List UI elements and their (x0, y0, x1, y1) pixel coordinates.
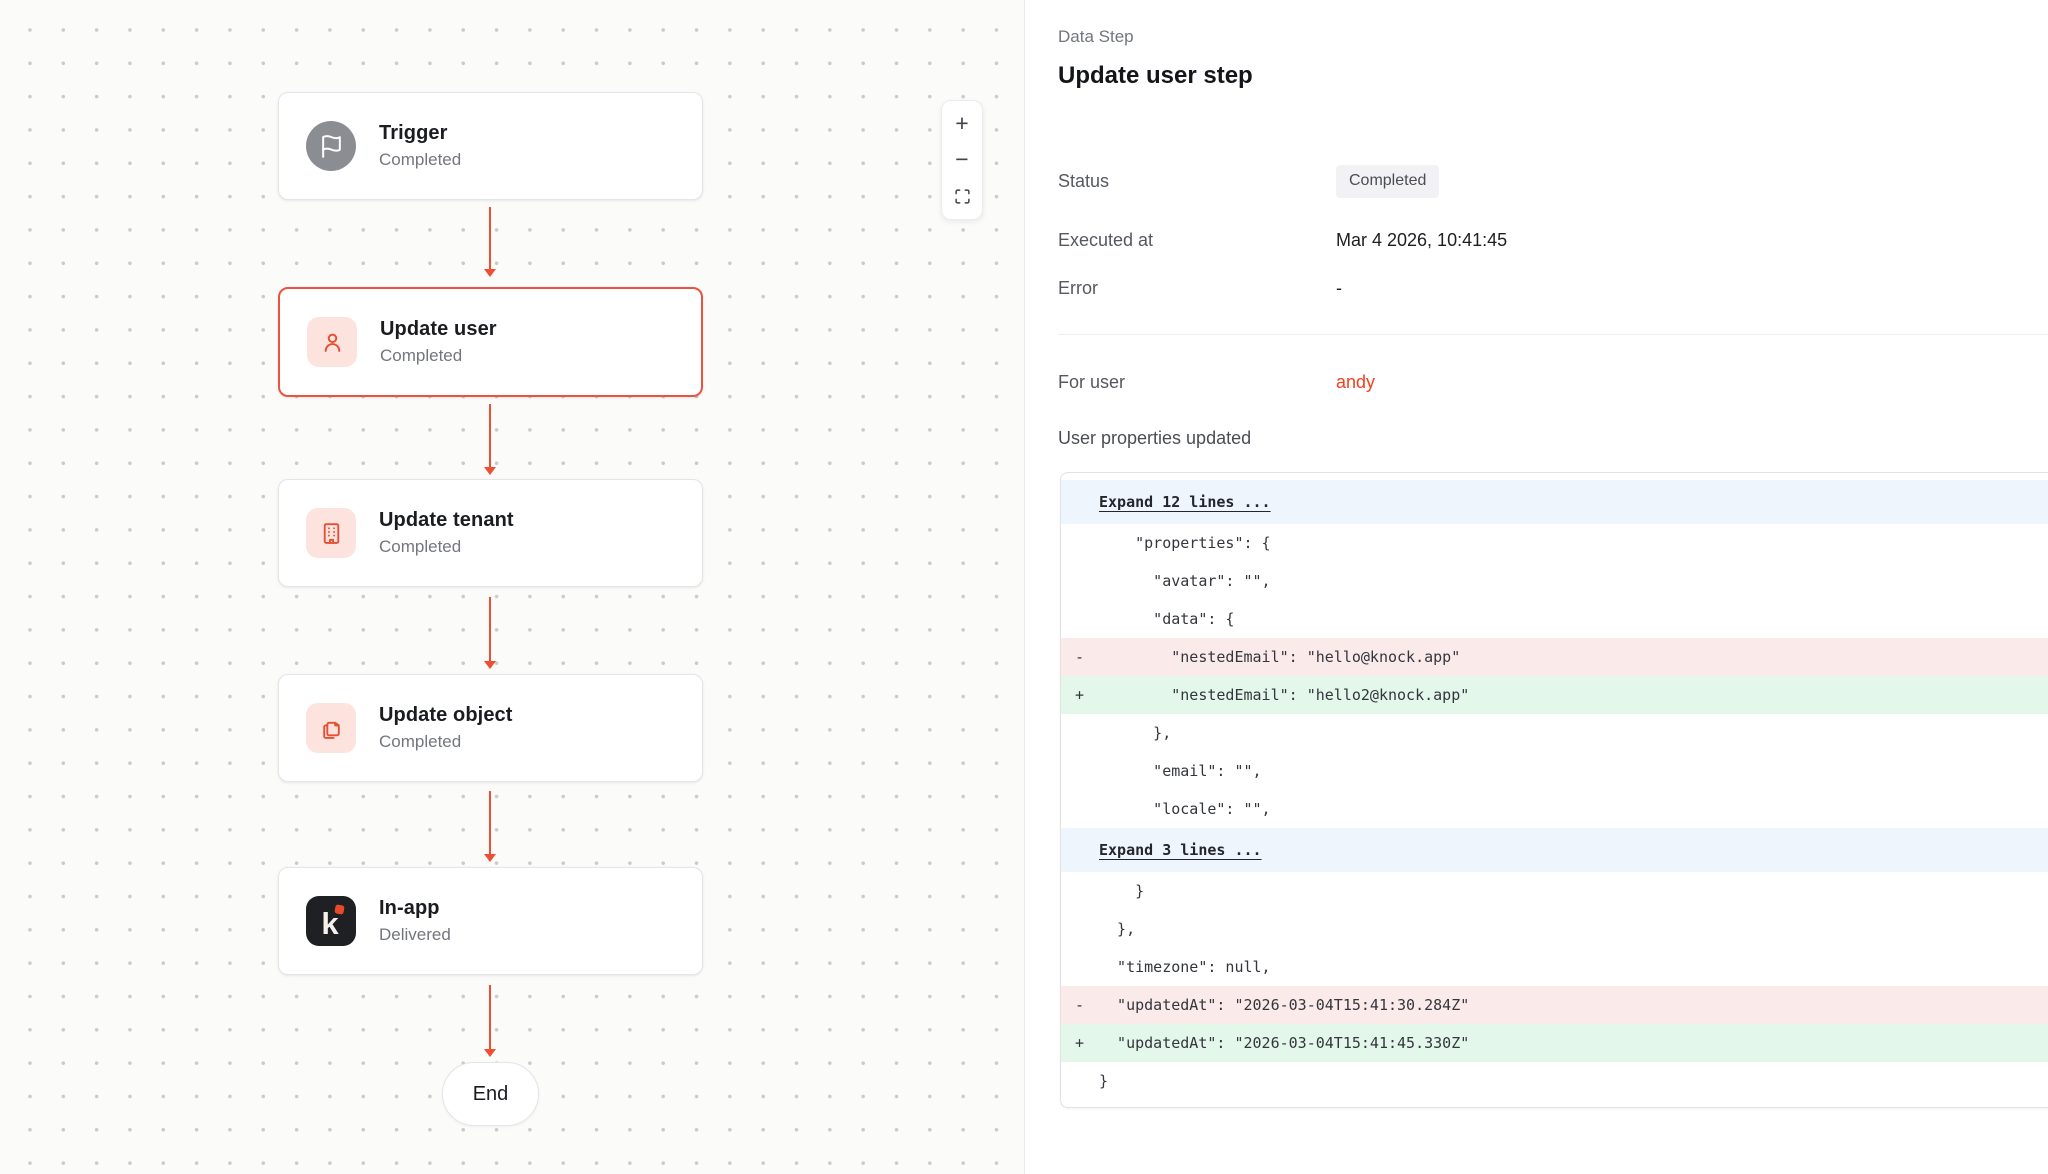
step-type-label: Data Step (1058, 27, 1134, 46)
copy-icon (306, 703, 356, 753)
node-update-tenant[interactable]: Update tenant Completed (278, 479, 703, 587)
error-value: - (1336, 278, 1342, 298)
diff-line-text: "data": { (1099, 610, 1235, 628)
plus-icon: + (955, 109, 969, 136)
field-status: Status Completed (1058, 165, 2018, 198)
diff-gutter: + (1075, 686, 1085, 704)
diff-line: + "updatedAt": "2026-03-04T15:41:45.330Z… (1061, 1024, 2048, 1062)
workflow-edge (484, 985, 496, 1057)
diff-line: - "updatedAt": "2026-03-04T15:41:30.284Z… (1061, 986, 2048, 1024)
diff-line: }, (1061, 714, 2048, 752)
node-status: Completed (379, 732, 462, 751)
divider (1058, 334, 2048, 335)
diff-line: "avatar": "", (1061, 562, 2048, 600)
knock-logo-letter: k (321, 905, 339, 941)
diff-line-text: "nestedEmail": "hello2@knock.app" (1099, 686, 1470, 704)
diff-line: }, (1061, 910, 2048, 948)
node-title: In-app (379, 897, 440, 919)
diff-expand-label: Expand 3 lines ... (1099, 841, 1262, 859)
user-icon (307, 317, 357, 367)
diff-line: "locale": "", (1061, 790, 2048, 828)
diff-line-text: "timezone": null, (1099, 958, 1271, 976)
diff-line: } (1061, 1062, 2048, 1100)
diff-line-text: } (1099, 882, 1145, 900)
field-label: Executed at (1058, 230, 1154, 250)
zoom-out-button[interactable]: − (942, 142, 982, 178)
diff-line-text: } (1099, 1072, 1109, 1090)
diff-gutter: - (1075, 648, 1085, 666)
node-status: Completed (379, 150, 462, 169)
node-status: Delivered (379, 925, 451, 944)
diff-expand-row[interactable]: Expand 12 lines ... (1061, 480, 2048, 524)
fit-view-button[interactable] (942, 179, 982, 215)
page-title: Update user step (1058, 62, 1253, 89)
diff-line-text: }, (1099, 920, 1136, 938)
diff-line-text: "locale": "", (1099, 800, 1271, 818)
diff-line: "properties": { (1061, 524, 2048, 562)
node-update-user[interactable]: Update user Completed (278, 287, 703, 397)
zoom-in-button[interactable]: + (942, 105, 982, 141)
diff-gutter: - (1075, 996, 1085, 1014)
field-for-user: For user andy (1058, 372, 2018, 393)
node-end[interactable]: End (442, 1062, 539, 1126)
building-icon (306, 508, 356, 558)
diff-rows: Expand 12 lines ... "properties": { "ava… (1061, 480, 2048, 1100)
node-title: Update object (379, 704, 513, 726)
user-link[interactable]: andy (1336, 372, 1376, 392)
knock-logo-icon: k (306, 896, 356, 946)
canvas-controls: + − (941, 100, 983, 220)
field-label: Error (1058, 278, 1098, 298)
flag-icon (306, 121, 356, 171)
section-title: User properties updated (1058, 428, 1252, 448)
diff-expand-row[interactable]: Expand 3 lines ... (1061, 828, 2048, 872)
field-executed-at: Executed at Mar 4 2026, 10:41:45 (1058, 230, 2018, 251)
diff-line-text: "updatedAt": "2026-03-04T15:41:45.330Z" (1099, 1034, 1470, 1052)
workflow-edge (484, 207, 496, 277)
diff-line: - "nestedEmail": "hello@knock.app" (1061, 638, 2048, 676)
diff-line: } (1061, 872, 2048, 910)
diff-expand-label: Expand 12 lines ... (1099, 493, 1271, 511)
diff-line: + "nestedEmail": "hello2@knock.app" (1061, 676, 2048, 714)
node-title: Trigger (379, 122, 448, 144)
node-trigger[interactable]: Trigger Completed (278, 92, 703, 200)
node-title: Update user (380, 318, 497, 340)
diff-line-text: "properties": { (1099, 534, 1271, 552)
properties-diff-block: Expand 12 lines ... "properties": { "ava… (1060, 472, 2048, 1108)
executed-at-value: Mar 4 2026, 10:41:45 (1336, 230, 1508, 250)
step-detail-panel: Data Step Update user step Status Comple… (1025, 0, 2048, 1174)
field-label: For user (1058, 372, 1126, 392)
workflow-canvas[interactable]: Trigger Completed Update user Completed … (0, 0, 1025, 1174)
end-label: End (472, 1082, 509, 1105)
node-title: Update tenant (379, 509, 514, 531)
node-in-app[interactable]: k In-app Delivered (278, 867, 703, 975)
field-label: Status (1058, 170, 1110, 191)
diff-line: "email": "", (1061, 752, 2048, 790)
workflow-edge (484, 404, 496, 475)
diff-line-text: "nestedEmail": "hello@knock.app" (1099, 648, 1461, 666)
diff-line-text: }, (1099, 724, 1172, 742)
diff-line-text: "email": "", (1099, 762, 1262, 780)
diff-line: "data": { (1061, 600, 2048, 638)
node-status: Completed (379, 537, 462, 556)
knock-logo-dot (334, 904, 345, 915)
field-error: Error - (1058, 278, 2018, 299)
diff-line-text: "avatar": "", (1099, 572, 1271, 590)
status-badge: Completed (1336, 165, 1440, 198)
node-status: Completed (380, 346, 463, 365)
diff-line: "timezone": null, (1061, 948, 2048, 986)
minus-icon: − (955, 146, 969, 173)
workflow-edge (484, 597, 496, 669)
workflow-edge (484, 791, 496, 862)
diff-line-text: "updatedAt": "2026-03-04T15:41:30.284Z" (1099, 996, 1470, 1014)
diff-gutter: + (1075, 1034, 1085, 1052)
node-update-object[interactable]: Update object Completed (278, 674, 703, 782)
fit-view-icon (954, 188, 971, 205)
